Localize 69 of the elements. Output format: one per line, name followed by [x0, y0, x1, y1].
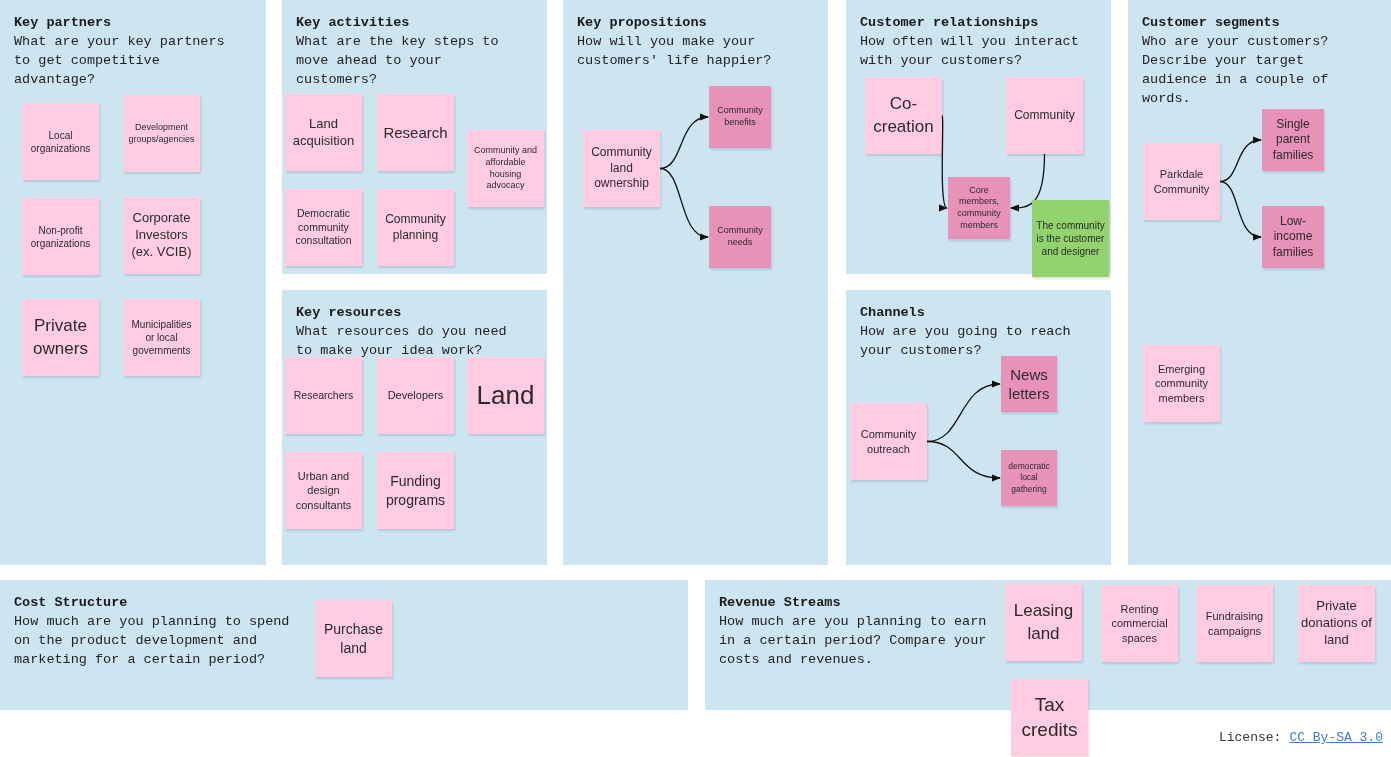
sticky-note: Democratic community consultation	[285, 189, 362, 266]
canvas-panel	[0, 0, 266, 565]
section-heading: Cost Structure	[14, 594, 128, 612]
license-link: CC By-SA 3.0	[1289, 730, 1383, 745]
sticky-note: Developers	[377, 357, 454, 434]
sticky-note: Corporate Investors (ex. VCIB)	[123, 197, 200, 274]
sticky-note: Community land ownership	[583, 130, 660, 207]
section-heading: Key partners	[14, 14, 112, 32]
canvas-panel	[282, 290, 547, 565]
sticky-note: The community is the customer and designer	[1032, 200, 1109, 277]
sticky-note: Development groups/agencies	[123, 95, 200, 172]
sticky-note: Purchase land	[315, 600, 392, 677]
sticky-note: Private owners	[22, 299, 99, 376]
sticky-note: Community benefits	[709, 86, 771, 148]
sticky-note: Research	[377, 94, 454, 171]
canvas-panel	[1128, 0, 1391, 565]
canvas-panel	[846, 0, 1111, 274]
arrow	[938, 114, 948, 209]
sticky-note: Local organizations	[22, 103, 99, 180]
sticky-note: Fundraising campaigns	[1196, 585, 1273, 662]
canvas-panel	[846, 290, 1111, 565]
sticky-note: Municipalities or local governments	[123, 299, 200, 376]
section-question: Who are your customers? Describe your target audience in a couple of words.	[1142, 33, 1330, 108]
sticky-note: Emerging community members	[1143, 345, 1220, 422]
canvas-panel	[705, 580, 1391, 710]
canvas-panel	[0, 580, 688, 710]
sticky-note: Community	[1006, 77, 1083, 154]
sticky-note: Co-creation	[865, 77, 942, 154]
arrow	[659, 167, 709, 239]
section-heading: Customer relationships	[860, 14, 1039, 32]
sticky-note: News letters	[1001, 356, 1057, 412]
section-heading: Key resources	[296, 304, 402, 322]
license-text: License:	[1218, 730, 1282, 745]
section-heading: Revenue Streams	[719, 594, 841, 612]
sticky-note: Land acquisition	[285, 94, 362, 171]
sticky-note: Urban and design consultants	[285, 452, 362, 529]
canvas-panel	[563, 0, 828, 565]
sticky-note: Funding programs	[377, 452, 454, 529]
section-heading: Key propositions	[577, 14, 707, 32]
section-question: What are your key partners to get competitive advantage?	[14, 33, 226, 89]
arrow	[926, 440, 1001, 481]
section-question: What are the key steps to move ahead to your customers?	[296, 33, 500, 89]
sticky-note: Tax credits	[1011, 679, 1088, 756]
sticky-note: Community and affordable housing advocacy	[467, 130, 544, 207]
section-question: How much are you planning to spend on the product development and marketing for a certain period?	[14, 613, 291, 669]
sticky-note: Community needs	[709, 206, 771, 268]
sticky-note: Core members, community members	[948, 177, 1010, 239]
sticky-note: Private donations of land	[1298, 585, 1375, 662]
section-question: How often will you interact with your customers?	[860, 33, 1080, 70]
sticky-note: Non-profit organizations	[22, 198, 99, 275]
sticky-note: Community planning	[377, 189, 454, 266]
sticky-note: Parkdale Community	[1143, 143, 1220, 220]
section-question: How much are you planning to earn in a certain period? Compare your costs and revenues.	[719, 613, 988, 669]
section-heading: Customer segments	[1142, 14, 1280, 32]
arrow	[1219, 180, 1262, 240]
arrow	[1010, 153, 1046, 212]
canvas-panel	[282, 0, 547, 274]
sticky-note: Low-income families	[1262, 206, 1324, 268]
sticky-note: Community outreach	[850, 403, 927, 480]
sticky-note: Land	[467, 357, 544, 434]
sticky-note: democratic local gathering	[1001, 450, 1057, 506]
section-question: What resources do you need to make your idea work?	[296, 323, 508, 360]
sticky-note: Single parent families	[1262, 109, 1324, 171]
sticky-note: Renting commercial spaces	[1101, 585, 1178, 662]
section-heading: Channels	[860, 304, 925, 322]
sticky-note: Leasing land	[1005, 584, 1082, 661]
section-heading: Key activities	[296, 14, 410, 32]
section-question: How will you make your customers' life happier?	[577, 33, 773, 70]
sticky-note: Researchers	[285, 357, 362, 434]
